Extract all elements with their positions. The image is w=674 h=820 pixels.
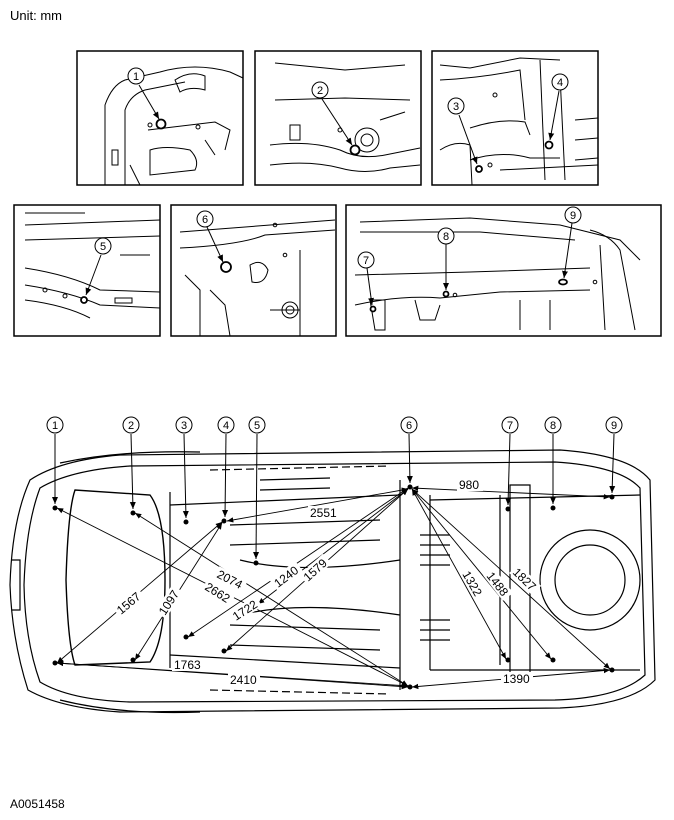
point-3-right (183, 634, 189, 640)
dim-1722: 1722 (228, 595, 263, 624)
callout-8: 8 (544, 416, 562, 434)
detail-callout-2: 2 (311, 81, 329, 99)
dim-1322: 1322 (459, 566, 487, 601)
point-3-left (183, 519, 189, 525)
callout-1: 1 (46, 416, 64, 434)
detail-view-6 (170, 204, 337, 337)
svg-text:2: 2 (128, 420, 134, 432)
callout-2: 2 (122, 416, 140, 434)
detail-callout-7: 7 (357, 251, 375, 269)
point-9-right (609, 667, 615, 673)
unit-label: Unit: mm (10, 8, 62, 23)
callout-7: 7 (501, 416, 519, 434)
svg-text:1763: 1763 (174, 658, 201, 672)
point-8-left (550, 505, 556, 511)
callout-3: 3 (175, 416, 193, 434)
point-1-marker (155, 118, 167, 130)
dim-2410: 2410 (228, 673, 260, 687)
svg-text:8: 8 (550, 420, 556, 432)
point-4-left (221, 518, 227, 524)
point-1-right (52, 660, 58, 666)
dim-1488: 1488 (483, 567, 514, 601)
svg-text:5: 5 (254, 420, 260, 432)
point-3-marker (475, 165, 483, 173)
svg-text:7: 7 (363, 255, 369, 267)
svg-text:2410: 2410 (230, 673, 257, 687)
point-7-marker (369, 305, 377, 313)
callout-4: 4 (217, 416, 235, 434)
detail-callout-4: 4 (551, 73, 569, 91)
dim-1097: 1097 (154, 584, 184, 619)
svg-text:9: 9 (570, 210, 576, 222)
dim-980: 980 (457, 478, 483, 492)
svg-text:8: 8 (443, 231, 449, 243)
point-4-right (221, 648, 227, 654)
underbody-outline (9, 449, 656, 714)
svg-text:2551: 2551 (310, 506, 337, 520)
dim-1827: 1827 (509, 563, 542, 596)
svg-text:3: 3 (453, 101, 459, 113)
point-7-left (505, 506, 511, 512)
callout-6: 6 (400, 416, 418, 434)
detail-callout-6: 6 (196, 210, 214, 228)
underbody-callouts: 1 2 3 4 5 6 7 8 9 (46, 416, 623, 434)
point-7-right (505, 657, 511, 663)
dim-1390: 1390 (501, 672, 533, 686)
svg-text:2: 2 (317, 85, 323, 97)
point-5-marker (80, 296, 88, 304)
detail-callout-9: 9 (564, 206, 582, 224)
detail-view-7-8-9 (345, 204, 662, 337)
detail-markers (80, 118, 568, 313)
callout-5: 5 (248, 416, 266, 434)
point-5-left (253, 560, 259, 566)
point-9-left (609, 494, 615, 500)
svg-text:6: 6 (406, 420, 412, 432)
point-1-left (52, 505, 58, 511)
point-9-marker (558, 278, 568, 286)
detail-view-3-4 (431, 50, 599, 186)
detail-callout-1: 1 (127, 67, 145, 85)
point-2-right (130, 657, 136, 663)
svg-text:4: 4 (557, 77, 563, 89)
svg-text:6: 6 (202, 214, 208, 226)
detail-callouts: 1 2 3 4 5 6 7 8 9 (94, 67, 582, 269)
svg-text:1: 1 (133, 71, 139, 83)
svg-text:5: 5 (100, 241, 106, 253)
callout-9: 9 (605, 416, 623, 434)
detail-view-1 (76, 50, 244, 186)
point-6-left (407, 484, 413, 490)
svg-text:3: 3 (181, 420, 187, 432)
point-8-right (550, 657, 556, 663)
dim-2551: 2551 (308, 506, 340, 520)
point-6-right (407, 684, 413, 690)
dim-1567: 1567 (112, 587, 146, 618)
svg-text:9: 9 (611, 420, 617, 432)
detail-callout-3: 3 (447, 97, 465, 115)
figure-id: A0051458 (10, 797, 65, 811)
detail-leaders (85, 84, 573, 306)
point-4-marker (544, 140, 554, 150)
svg-text:1390: 1390 (503, 672, 530, 686)
point-2-left (130, 510, 136, 516)
dimension-lines (56, 485, 611, 690)
detail-callout-8: 8 (437, 227, 455, 245)
detail-view-2 (254, 50, 422, 186)
point-8-marker (442, 290, 450, 298)
svg-text:4: 4 (223, 420, 229, 432)
svg-text:980: 980 (459, 478, 479, 492)
svg-text:1: 1 (52, 420, 58, 432)
point-6-marker (220, 261, 232, 273)
detail-callout-5: 5 (94, 237, 112, 255)
detail-view-5 (13, 204, 161, 337)
point-2-marker (349, 144, 361, 156)
svg-text:7: 7 (507, 420, 513, 432)
dim-1763: 1763 (172, 658, 204, 672)
